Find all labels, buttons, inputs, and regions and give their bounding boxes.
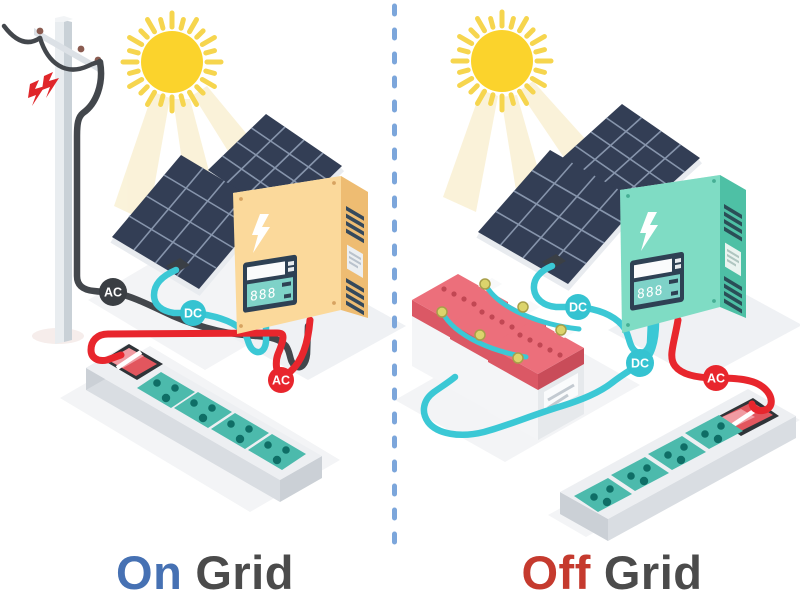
insulator	[77, 45, 85, 53]
badge-dc-panel-label: DC	[569, 301, 587, 315]
power-line	[1, 23, 43, 45]
badge-dc-battery	[626, 349, 654, 377]
power-strip	[86, 344, 322, 502]
sun-icon	[120, 10, 224, 114]
caption-on-word: On	[116, 545, 183, 599]
lcd-display: 888	[250, 286, 276, 305]
wire-dc	[150, 266, 270, 356]
crossarm	[34, 28, 102, 74]
electricity-bolt-icon	[28, 80, 45, 106]
outlet-socket[interactable]	[685, 415, 743, 449]
vent-grille	[724, 204, 742, 314]
sun-rays	[450, 9, 554, 113]
badge-dc-label: DC	[184, 307, 202, 321]
outlet-socket[interactable]	[211, 413, 269, 449]
caption-grid-word: Grid	[603, 545, 703, 599]
badge-ac-out-label: AC	[272, 374, 290, 388]
badge-ac-out	[703, 365, 729, 391]
battery-jumper-wire	[482, 281, 582, 332]
inverter-control-panel: 888	[630, 251, 684, 311]
battery-bank	[412, 274, 584, 440]
wire-grid-ac	[73, 58, 312, 371]
sun-rays	[120, 10, 224, 114]
outlet-socket[interactable]	[648, 436, 706, 470]
badge-dc-battery-label: DC	[631, 357, 649, 371]
badge-ac-grid-label: AC	[104, 286, 122, 300]
solar-panel-front	[476, 150, 643, 291]
insulator	[36, 27, 44, 35]
outlet-socket[interactable]	[611, 457, 669, 491]
caption-off-grid: Off Grid	[437, 544, 787, 600]
badge-dc-panel	[565, 294, 591, 320]
battery-terminals	[436, 278, 567, 364]
caption-off-word: Off	[521, 545, 591, 599]
outlet-socket[interactable]	[574, 478, 632, 512]
lightning-bolt-icon	[252, 214, 270, 253]
sun-icon	[450, 9, 554, 113]
outlets	[137, 372, 306, 470]
wire-ac-out	[668, 316, 775, 415]
outlet-socket[interactable]	[137, 372, 195, 408]
utility-pole	[1, 16, 103, 344]
inverter-on-grid: 888	[233, 176, 368, 334]
inverter-control-panel: 888	[243, 254, 297, 313]
inverter-off-grid: 888	[620, 175, 746, 333]
caption-grid-word: Grid	[195, 545, 294, 599]
badge-ac-out	[268, 367, 294, 393]
wire-badges-left: AC DC AC	[99, 278, 294, 393]
badge-dc	[180, 300, 206, 326]
lcd-display: 888	[637, 283, 663, 303]
outlet-socket[interactable]	[248, 434, 306, 470]
caption-on-grid: On Grid	[30, 544, 380, 600]
badge-ac-grid	[99, 278, 127, 306]
vent-grille	[346, 206, 364, 316]
badge-ac-out-label: AC	[707, 372, 725, 386]
wire-badges-right: DC DC AC	[565, 294, 729, 391]
lightning-bolt-icon	[640, 212, 658, 251]
wire-ac-out	[87, 329, 287, 384]
outlets	[574, 415, 743, 512]
electricity-bolt-icon	[42, 72, 59, 98]
outlet-socket[interactable]	[174, 392, 232, 428]
